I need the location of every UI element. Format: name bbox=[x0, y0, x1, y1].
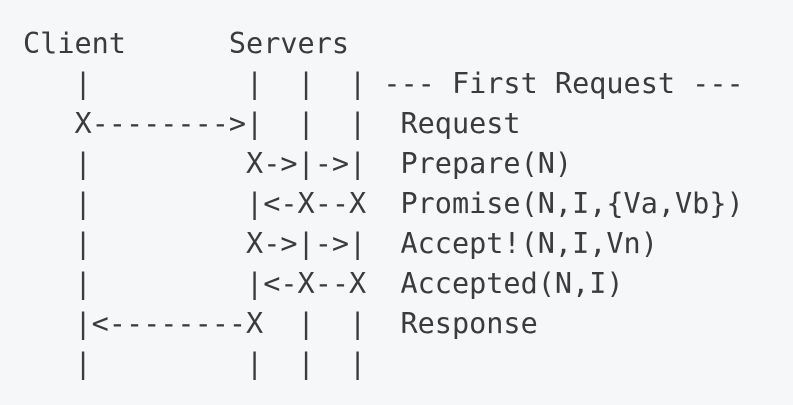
request-message-row: X-------->| | | Request bbox=[23, 107, 521, 140]
lifelines-trailing-row: | | | | bbox=[23, 347, 367, 380]
lifelines-phase-row: | | | | --- First Request --- bbox=[23, 67, 744, 100]
accepted-message-row: | |<-X--X Accepted(N,I) bbox=[23, 267, 624, 300]
accept-message-row: | X->|->| Accept!(N,I,Vn) bbox=[23, 227, 658, 260]
paxos-sequence-diagram: Client Servers | | | | --- First Request… bbox=[23, 24, 744, 384]
prepare-message-row: | X->|->| Prepare(N) bbox=[23, 147, 573, 180]
response-message-row: |<--------X | | Response bbox=[23, 307, 538, 340]
promise-message-row: | |<-X--X Promise(N,I,{Va,Vb}) bbox=[23, 187, 744, 220]
actors-header-row: Client Servers bbox=[23, 27, 350, 60]
